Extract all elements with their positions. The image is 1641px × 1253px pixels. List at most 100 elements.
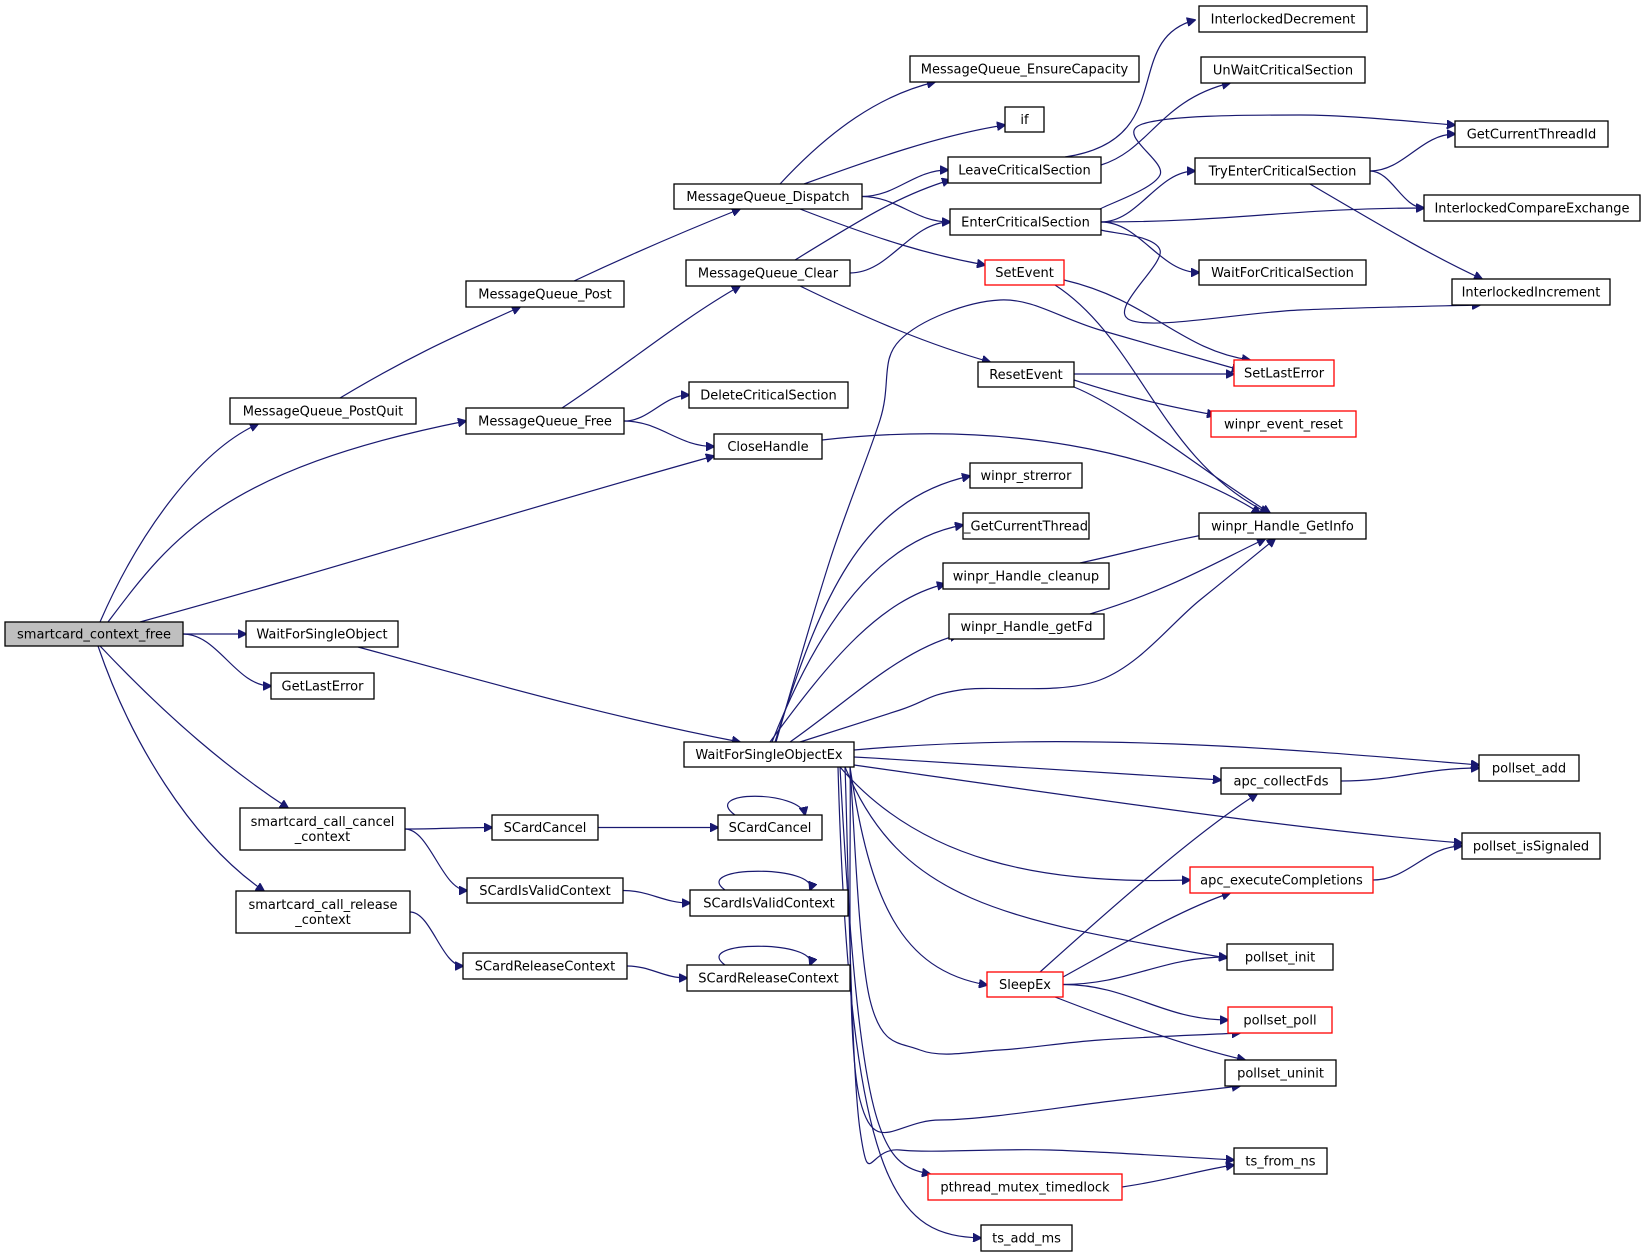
node-apcCollect[interactable]: apc_collectFds: [1220, 767, 1342, 795]
edge-wfsoEx-to-handleGetFd: [789, 635, 958, 743]
node-label: DeleteCriticalSection: [700, 389, 836, 404]
node-pollsetUninit[interactable]: pollset_uninit: [1224, 1059, 1337, 1087]
node-closeHandle[interactable]: CloseHandle: [713, 433, 823, 460]
edge-mqDispatch-to-setEvent: [799, 208, 985, 265]
node-callRelease[interactable]: smartcard_call_release_context: [235, 890, 411, 934]
node-scRelease1[interactable]: SCardReleaseContext: [462, 952, 628, 980]
edge-setEvent-to-setLastError: [1063, 279, 1250, 360]
node-pollsetInit[interactable]: pollset_init: [1226, 943, 1334, 971]
edge-callCancel-to-scValid1: [404, 828, 467, 891]
node-setLastError[interactable]: SetLastError: [1233, 359, 1335, 387]
node-label: SCardReleaseContext: [698, 972, 838, 987]
edge-root-to-callRelease: [97, 645, 264, 891]
edge-mqDispatch-to-leaveCS: [861, 170, 948, 198]
node-deleteCS[interactable]: DeleteCriticalSection: [688, 381, 849, 409]
edge-sleepEx-to-apcExec: [1062, 893, 1230, 978]
node-root[interactable]: smartcard_context_free: [4, 621, 184, 647]
node-box: [942, 562, 1110, 590]
node-label: InterlockedCompareExchange: [1434, 202, 1629, 217]
edge-wfsoEx-to-getCurThread: [771, 525, 963, 743]
node-handleGetInfo[interactable]: winpr_Handle_GetInfo: [1198, 512, 1367, 540]
edge-wfsoEx-to-pollsetInit: [844, 766, 1227, 958]
edge-wfsoEx-to-apcCollect: [853, 756, 1221, 780]
edge-mqDispatch-to-mqEnsure: [779, 82, 935, 185]
edge-sleepEx-to-apcCollect: [1039, 794, 1257, 973]
node-pollsetSig[interactable]: pollset_isSignaled: [1461, 832, 1601, 860]
edge-apcCollect-to-pollsetAdd: [1340, 768, 1479, 782]
node-label: _GetCurrentThread: [963, 520, 1088, 535]
node-handleGetFd[interactable]: winpr_Handle_getFd: [948, 613, 1105, 640]
node-mqFree[interactable]: MessageQueue_Free: [465, 407, 625, 435]
edge-wfsoEx-to-apcExec: [839, 766, 1190, 881]
node-tsFromNs[interactable]: ts_from_ns: [1233, 1147, 1328, 1175]
node-wfso[interactable]: WaitForSingleObject: [245, 620, 399, 648]
edge-wfsoEx-to-handleGetInfo: [799, 539, 1275, 743]
node-pollsetPoll[interactable]: pollset_poll: [1227, 1006, 1333, 1034]
node-label: pollset_init: [1245, 951, 1315, 966]
node-mqDispatch[interactable]: MessageQueue_Dispatch: [673, 183, 863, 210]
node-box: [1198, 259, 1367, 286]
node-resetEvent[interactable]: ResetEvent: [977, 361, 1075, 388]
node-box: [947, 156, 1102, 184]
node-pollsetAdd[interactable]: pollset_add: [1478, 754, 1580, 782]
node-label: TryEnterCriticalSection: [1208, 165, 1357, 180]
edge-root-to-callCancel: [99, 645, 288, 808]
node-label: MessageQueue_PostQuit: [243, 405, 404, 420]
node-box: [909, 55, 1140, 83]
edge-wfsoEx-to-sleepEx: [849, 766, 987, 985]
node-mqClear[interactable]: MessageQueue_Clear: [685, 259, 851, 287]
node-handleCleanup[interactable]: winpr_Handle_cleanup: [942, 562, 1110, 590]
node-ifNode[interactable]: if: [1004, 106, 1045, 133]
node-strerror[interactable]: winpr_strerror: [969, 462, 1083, 489]
node-enterCS[interactable]: EnterCriticalSection: [949, 208, 1102, 236]
node-waitForCS[interactable]: WaitForCriticalSection: [1198, 259, 1367, 286]
node-tryEnterCS[interactable]: TryEnterCriticalSection: [1194, 157, 1371, 185]
node-label: apc_executeCompletions: [1200, 874, 1363, 889]
node-label: LeaveCriticalSection: [958, 164, 1090, 179]
node-mqPostQuit[interactable]: MessageQueue_PostQuit: [229, 397, 417, 425]
edge-scValid1-to-scValid2: [622, 889, 690, 904]
node-sleepEx[interactable]: SleepEx: [986, 971, 1064, 998]
node-leaveCS[interactable]: LeaveCriticalSection: [947, 156, 1102, 184]
node-wfsoEx[interactable]: WaitForSingleObjectEx: [683, 741, 855, 768]
node-unWaitCS[interactable]: UnWaitCriticalSection: [1200, 56, 1366, 84]
node-label: MessageQueue_EnsureCapacity: [921, 63, 1129, 78]
node-mqPost[interactable]: MessageQueue_Post: [465, 280, 625, 308]
node-apcExec[interactable]: apc_executeCompletions: [1189, 866, 1374, 894]
node-label: SCardIsValidContext: [703, 897, 835, 912]
node-scRelease2[interactable]: SCardReleaseContext: [686, 964, 851, 992]
node-label: EnterCriticalSection: [961, 216, 1090, 231]
edge-enterCS-to-ilCmpX: [1100, 208, 1424, 223]
node-label: SCardIsValidContext: [479, 884, 611, 899]
node-mqEnsure[interactable]: MessageQueue_EnsureCapacity: [909, 55, 1140, 83]
node-label: SleepEx: [999, 978, 1051, 993]
node-box: [713, 433, 823, 460]
edge-root-to-mqPostQuit: [99, 424, 258, 623]
node-label: MessageQueue_Clear: [698, 267, 839, 282]
node-label: SetLastError: [1244, 367, 1325, 382]
node-box: [962, 512, 1090, 540]
node-box: [1226, 943, 1334, 971]
edge-wfso-to-wfsoEx: [357, 646, 740, 742]
node-box: [927, 1173, 1123, 1201]
node-scCancel1[interactable]: SCardCancel: [491, 814, 599, 841]
node-ilInc[interactable]: InterlockedIncrement: [1451, 278, 1611, 306]
node-callCancel[interactable]: smartcard_call_cancel_context: [239, 807, 406, 851]
node-scValid2[interactable]: SCardIsValidContext: [689, 889, 849, 917]
node-getThreadId[interactable]: GetCurrentThreadId: [1454, 120, 1609, 148]
node-label: ResetEvent: [989, 368, 1063, 383]
node-setEvent[interactable]: SetEvent: [984, 259, 1065, 286]
node-scCancel2[interactable]: SCardCancel: [717, 814, 823, 841]
node-ilCmpX[interactable]: InterlockedCompareExchange: [1423, 194, 1641, 222]
edge-scRelease1-to-scRelease2: [626, 965, 687, 978]
node-mutexTimed[interactable]: pthread_mutex_timedlock: [927, 1173, 1123, 1201]
node-getLastError[interactable]: GetLastError: [270, 672, 375, 700]
node-tsAddMs[interactable]: ts_add_ms: [980, 1224, 1073, 1252]
node-box: [980, 1224, 1073, 1252]
node-getCurThread[interactable]: _GetCurrentThread: [962, 512, 1090, 540]
node-evReset[interactable]: winpr_event_reset: [1210, 410, 1357, 438]
nodes-layer: smartcard_context_free MessageQueue_PostQ…: [4, 5, 1641, 1252]
node-ilDec[interactable]: InterlockedDecrement: [1198, 5, 1368, 33]
node-scValid1[interactable]: SCardIsValidContext: [466, 877, 624, 904]
edge-sleepEx-to-pollsetInit: [1062, 957, 1227, 986]
